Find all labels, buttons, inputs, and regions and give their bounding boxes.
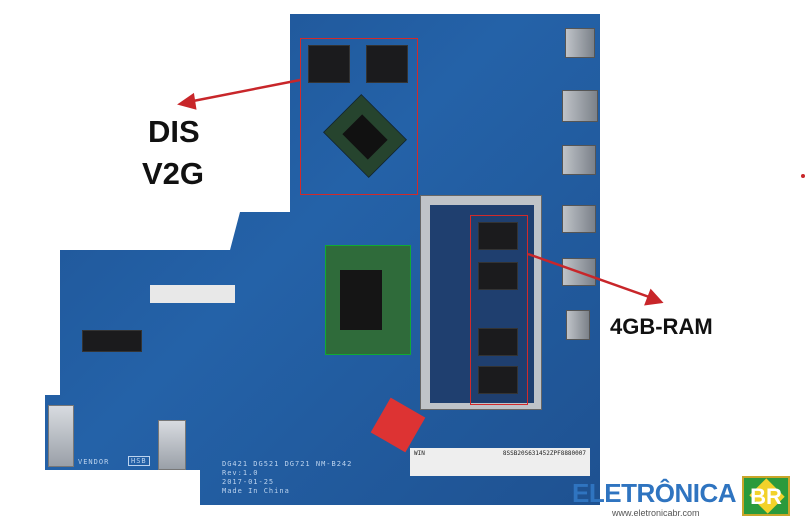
watermark-br: BR [750, 484, 782, 509]
connector [158, 420, 186, 470]
gpu-highlight-box [300, 38, 418, 195]
gpu-arrowhead [177, 92, 197, 110]
usb-port [562, 205, 596, 233]
ram-chip [478, 328, 518, 356]
vendor-label: VENDOR [78, 458, 110, 466]
board-model: DG421 DG521 DG721 NM-B242 [222, 460, 353, 468]
sticker-serial: 8SSB20S631452ZPF8880007 [502, 450, 586, 457]
vram-chip [366, 45, 408, 83]
cpu-die [340, 270, 382, 330]
red-dot [801, 174, 805, 178]
watermark-url: www.eletronicabr.com [612, 508, 700, 518]
audio-jack [566, 310, 590, 340]
watermark-chip-logo: BR [742, 476, 790, 516]
ram-highlight-box [470, 215, 528, 405]
ram-arrowhead [644, 288, 664, 306]
ram-arrow [527, 252, 653, 300]
connector [48, 405, 74, 467]
flex-connector [150, 285, 235, 303]
hdmi-port [562, 145, 596, 175]
gpu-arrow [187, 78, 301, 104]
ram-label: 4GB-RAM [610, 314, 713, 339]
board-revision: Rev:1.0 [222, 469, 259, 477]
dc-jack [565, 28, 595, 58]
ram-chip [478, 366, 518, 394]
ethernet-port [562, 90, 598, 122]
ram-chip [478, 262, 518, 290]
board-date: 2017-01-25 [222, 478, 275, 486]
gpu-label-v2g: V2G [142, 156, 205, 191]
sticker-win: WIN [414, 450, 425, 457]
vram-chip [308, 45, 350, 83]
serial-sticker: WIN 8SSB20S631452ZPF8880007 [410, 448, 590, 476]
board-origin: Made In China [222, 487, 290, 495]
vendor-code: HSB [128, 456, 150, 466]
gpu-label-dis: DIS [148, 114, 200, 149]
m2-slot [82, 330, 142, 352]
watermark-brand: ELETRÔNICA [572, 478, 737, 508]
ram-chip [478, 222, 518, 250]
